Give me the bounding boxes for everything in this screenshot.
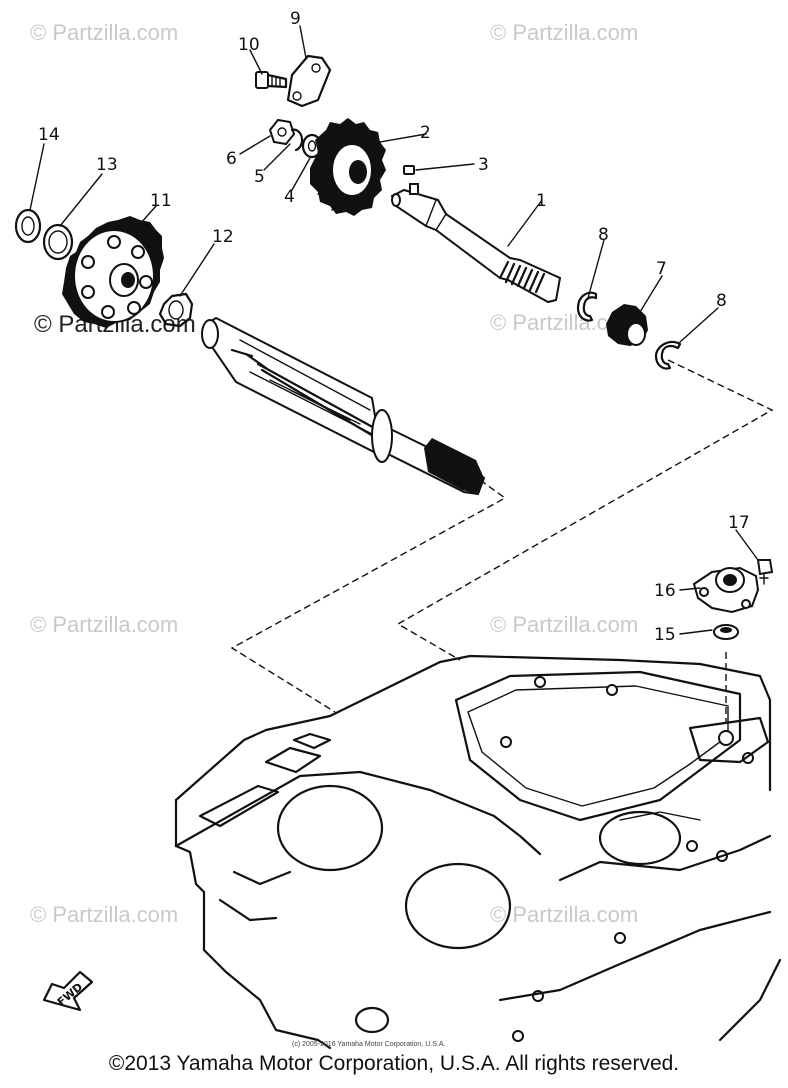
part-6-nut [268, 118, 296, 146]
copyright-footer: ©2013 Yamaha Motor Corporation, U.S.A. A… [108, 1052, 680, 1075]
assembly-guide-lines [230, 359, 774, 722]
callout-5: 5 [254, 167, 265, 187]
callout-16: 16 [654, 581, 676, 601]
callout-13: 13 [96, 155, 118, 175]
callout-10: 10 [238, 35, 260, 55]
part-13-washer [42, 223, 74, 261]
callout-8-lower: 8 [716, 291, 727, 311]
watermark: © Partzilla.com [490, 902, 638, 927]
part-3-key [403, 165, 415, 175]
callout-14: 14 [38, 125, 60, 145]
part-1-shaft [390, 183, 562, 304]
callout-3: 3 [478, 155, 489, 175]
watermark: © Partzilla.com [30, 612, 178, 637]
part-14-bearing [14, 208, 42, 244]
callout-12: 12 [212, 227, 234, 247]
main-axle [201, 316, 486, 496]
part-8-circlip-upper [576, 291, 598, 322]
callout-4: 4 [284, 187, 295, 207]
part-15-seal [713, 624, 739, 640]
part-9-plate [286, 54, 332, 108]
callout-7: 7 [656, 259, 667, 279]
leader-lines [29, 25, 759, 635]
callout-1: 1 [536, 191, 547, 211]
fwd-arrow-icon: FWD [42, 970, 94, 1012]
part-11-sprocket [62, 216, 164, 328]
small-credit: (c) 2005-2016 Yamaha Motor Corporation, … [292, 1041, 445, 1048]
part-17-screw [756, 559, 774, 585]
part-12-lock-washer [158, 292, 194, 328]
part-10-bolt [255, 71, 288, 89]
callout-labels: 1 2 3 4 5 6 7 8 8 9 10 11 12 13 14 15 16… [38, 9, 750, 645]
callout-17: 17 [728, 513, 750, 533]
watermark: © Partzilla.com [30, 20, 178, 45]
part-2-gear [310, 118, 386, 216]
watermark: © Partzilla.com [30, 902, 178, 927]
watermark: © Partzilla.com [490, 20, 638, 45]
part-8-circlip-lower [654, 340, 682, 370]
callout-9: 9 [290, 9, 301, 29]
callout-6: 6 [226, 149, 237, 169]
callout-11: 11 [150, 191, 172, 211]
fwd-label: FWD [55, 980, 85, 1008]
crankcase [174, 654, 782, 1050]
watermarks: © Partzilla.com © Partzilla.com © Partzi… [30, 20, 638, 927]
callout-2: 2 [420, 123, 431, 143]
part-5-lock-washer [290, 128, 304, 152]
part-16-housing [692, 566, 760, 614]
callout-8-upper: 8 [598, 225, 609, 245]
callout-15: 15 [654, 625, 676, 645]
part-7-spiral-gear [606, 304, 648, 346]
watermark: © Partzilla.com [490, 612, 638, 637]
